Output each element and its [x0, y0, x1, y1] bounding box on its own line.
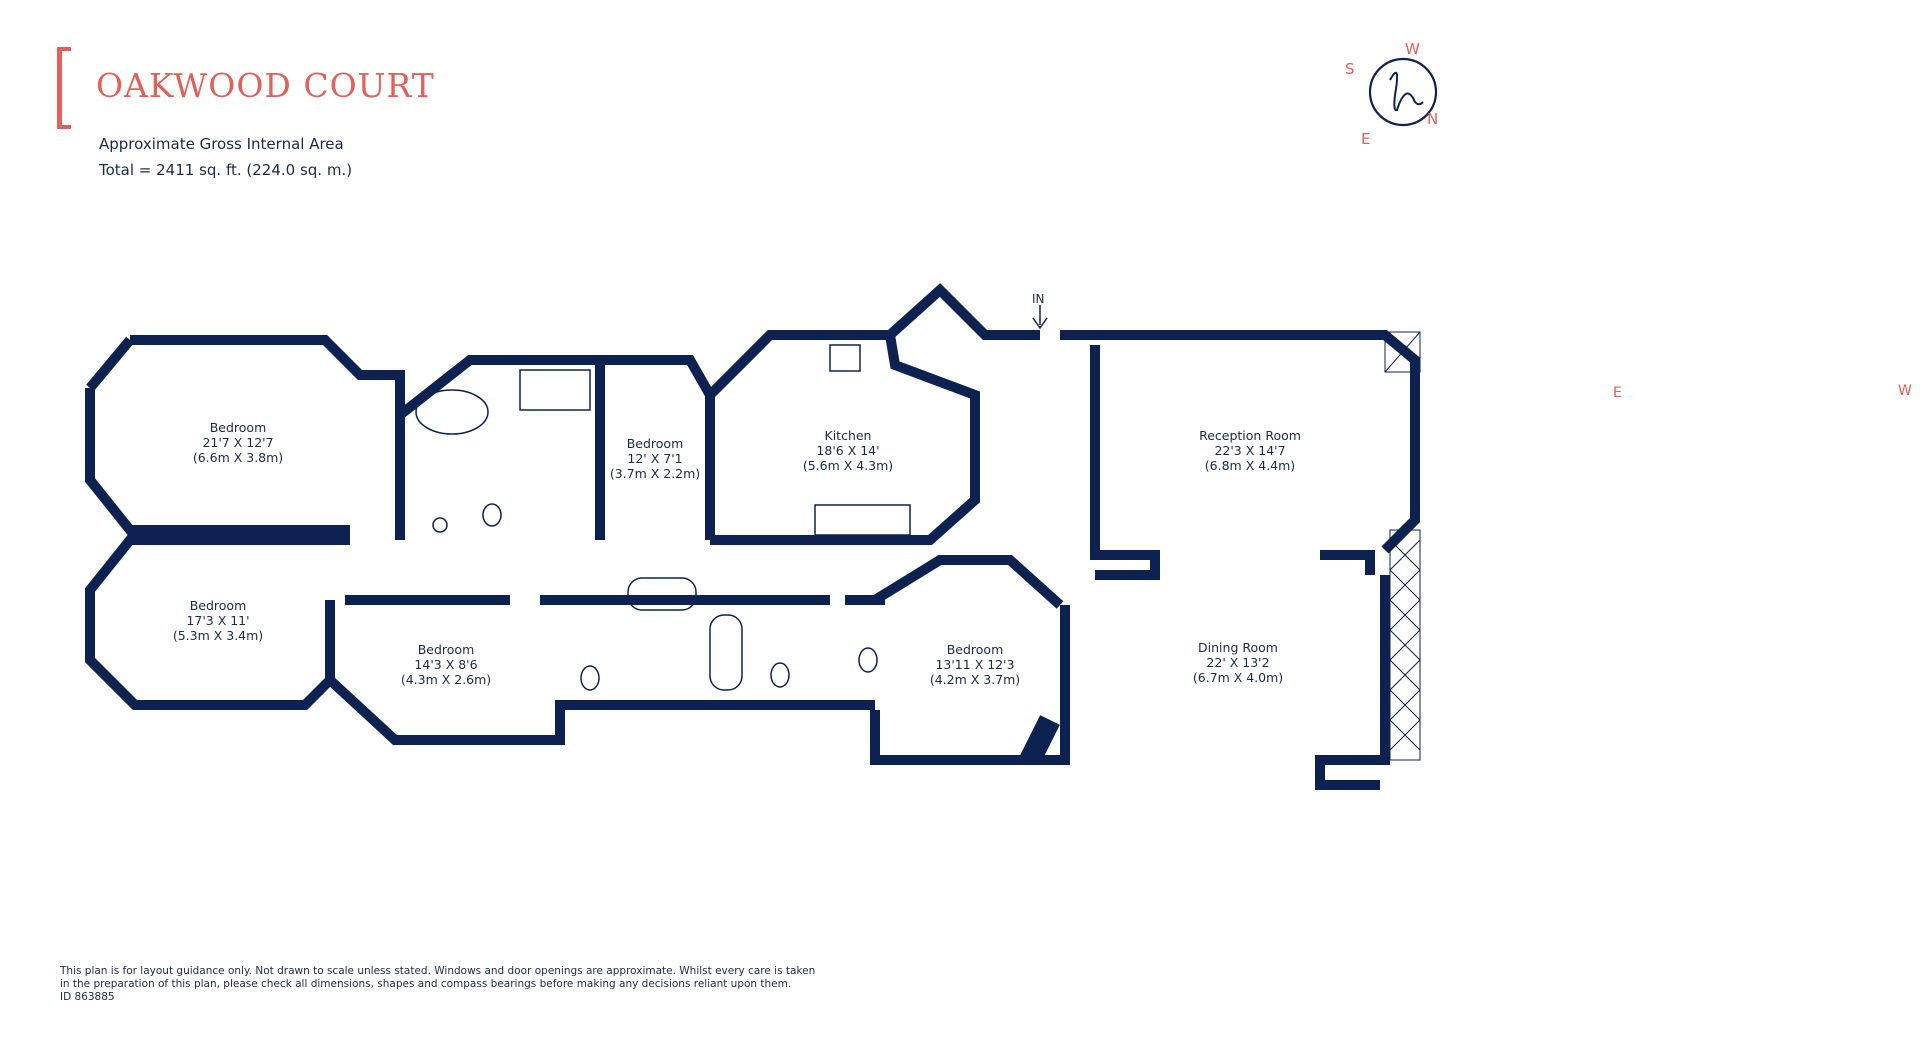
edge-label-west: W	[1898, 383, 1912, 399]
disclaimer: This plan is for layout guidance only. N…	[60, 965, 816, 1003]
compass-e: E	[1361, 130, 1370, 148]
compass-icon: S W N E	[1345, 40, 1438, 148]
edge-label-east: E	[1613, 385, 1622, 401]
compass-w: W	[1405, 40, 1420, 58]
area-subtitle: Approximate Gross Internal Area	[99, 135, 344, 153]
area-total: Total = 2411 sq. ft. (224.0 sq. m.)	[99, 161, 353, 179]
compass-s: S	[1345, 60, 1355, 78]
page-title: OAKWOOD COURT	[96, 66, 435, 105]
compass-n: N	[1427, 110, 1438, 128]
entrance-label: IN	[1032, 292, 1045, 306]
title-bracket	[57, 47, 71, 129]
